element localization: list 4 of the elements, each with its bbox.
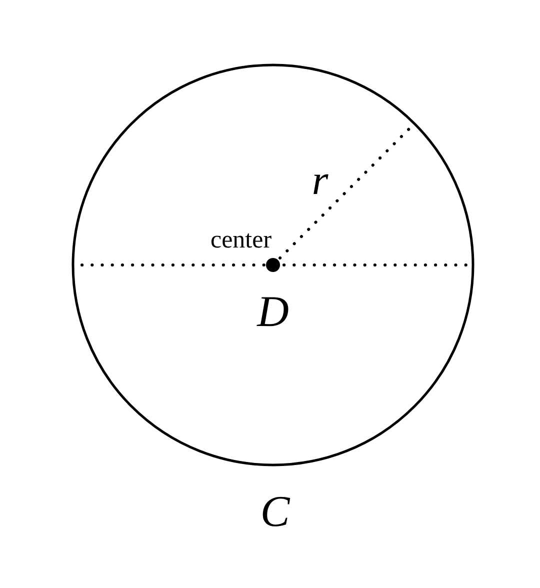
point-label: D	[257, 290, 289, 334]
circle-label: C	[260, 490, 290, 534]
center-label: center	[210, 228, 272, 252]
radius-label: r	[312, 160, 328, 202]
